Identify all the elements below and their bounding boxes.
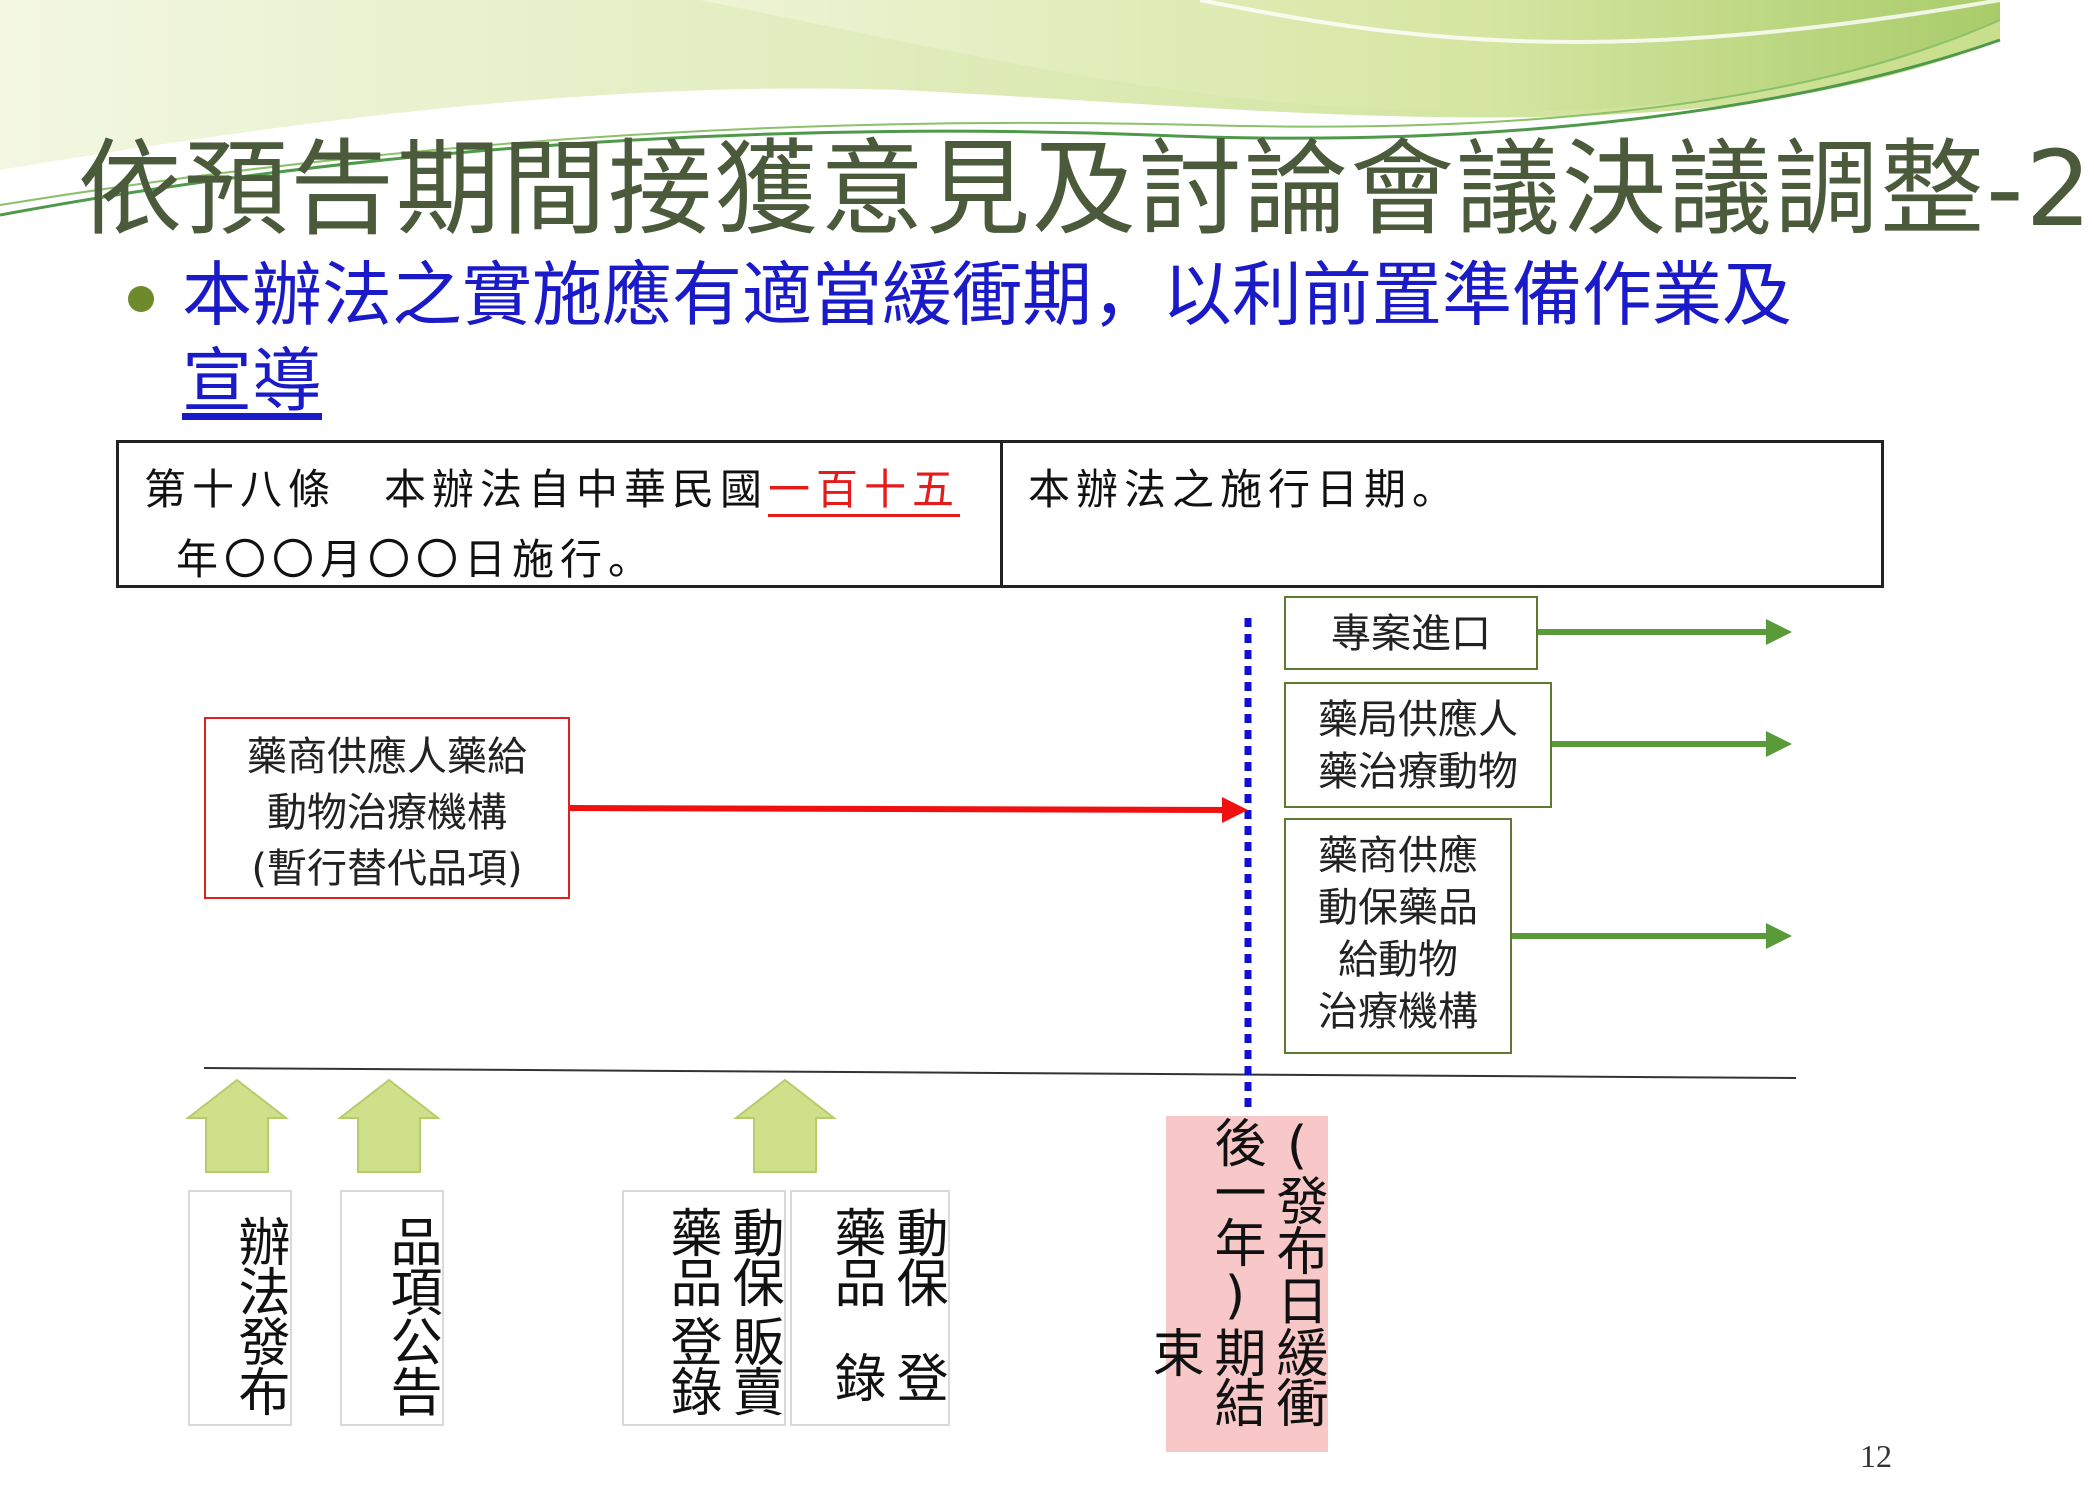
slide-title: 依預告期間接獲意見及討論會議決議調整-2 bbox=[78, 128, 2094, 250]
up-arrow-3-icon bbox=[733, 1078, 837, 1173]
interim-supply-line-3: (暫行替代品項) bbox=[251, 846, 523, 892]
milestone-regulation-published-label: 辦法發布 bbox=[229, 1215, 289, 1415]
bullet-line-1: 本辦法之實施應有適當緩衝期，以利前置準備作業及 bbox=[182, 254, 1792, 336]
milestone-items-announced-label: 品項公告 bbox=[381, 1215, 441, 1415]
vet-drug-supply-line-3: 給動物 bbox=[1338, 937, 1458, 983]
background-wave-decoration bbox=[0, 0, 2001, 217]
milestone-product-registration: 動保藥品 登錄 bbox=[790, 1190, 950, 1426]
milestone-regulation-published: 辦法發布 bbox=[188, 1190, 292, 1426]
vet-drug-supply-line-4: 治療機構 bbox=[1318, 989, 1478, 1035]
table-right-cell: 本辦法之施行日期。 bbox=[1028, 465, 1461, 514]
pharmacy-supply-line-1: 藥局供應人 bbox=[1318, 697, 1518, 743]
timeline-diagram bbox=[185, 618, 1797, 1173]
buffer-period-end-col-1: (發布日後一年) bbox=[1205, 1116, 1327, 1324]
green-arrow-3-head bbox=[1766, 923, 1792, 949]
red-arrow-line bbox=[569, 805, 1233, 813]
green-arrow-1-head bbox=[1766, 619, 1792, 645]
table-left-line-2: 年〇〇月〇〇日施行。 bbox=[176, 535, 657, 584]
vet-drug-supply-box: 藥商供應 動保藥品 給動物 治療機構 bbox=[1284, 818, 1512, 1054]
vet-drug-supply-line-1: 藥商供應 bbox=[1318, 833, 1478, 879]
buffer-period-end-col-2: 緩衝期結束 bbox=[1143, 1325, 1327, 1426]
bullet-line-2: 宣導 bbox=[182, 340, 322, 422]
timeline-baseline bbox=[203, 1067, 1797, 1079]
special-import-label: 專案進口 bbox=[1331, 611, 1491, 657]
page-number: 12 bbox=[1860, 1438, 1892, 1474]
up-arrow-1-icon bbox=[185, 1078, 289, 1173]
special-import-box: 專案進口 bbox=[1284, 596, 1538, 670]
milestone-items-announced: 品項公告 bbox=[340, 1190, 444, 1426]
green-arrow-2-head bbox=[1766, 731, 1792, 757]
milestone-sales-registration: 動保藥品 販賣登錄 bbox=[622, 1190, 786, 1426]
milestone-product-registration-col-1: 動保藥品 bbox=[825, 1206, 947, 1306]
bullet-text: 本辦法之實施應有適當緩衝期，以利前置準備作業及 宣導 bbox=[182, 252, 1882, 424]
interim-supply-line-2: 動物治療機構 bbox=[267, 790, 507, 836]
buffer-period-end-box: (發布日後一年) 緩衝期結束 bbox=[1143, 1116, 1328, 1452]
table-left-prefix: 第十八條 本辦法自中華民國 bbox=[144, 465, 769, 514]
vet-drug-supply-line-2: 動保藥品 bbox=[1318, 885, 1478, 931]
bullet-icon bbox=[128, 286, 154, 312]
red-arrow-head bbox=[1222, 797, 1248, 823]
up-arrow-2-icon bbox=[337, 1078, 441, 1173]
pharmacy-supply-box: 藥局供應人 藥治療動物 bbox=[1284, 682, 1552, 808]
interim-supply-box: 藥商供應人藥給 動物治療機構 (暫行替代品項) bbox=[204, 717, 570, 899]
pharmacy-supply-line-2: 藥治療動物 bbox=[1318, 749, 1518, 795]
milestone-product-registration-col-2: 登錄 bbox=[825, 1351, 947, 1402]
milestone-sales-registration-col-1: 動保藥品 bbox=[661, 1206, 783, 1306]
milestone-sales-registration-col-2: 販賣登錄 bbox=[661, 1315, 783, 1415]
table-left-amended-year: 一百十五 bbox=[768, 465, 961, 517]
table-divider bbox=[1000, 440, 1003, 588]
table-left-line-1: 第十八條 本辦法自中華民國一百十五 bbox=[144, 456, 961, 517]
interim-supply-line-1: 藥商供應人藥給 bbox=[247, 734, 527, 780]
